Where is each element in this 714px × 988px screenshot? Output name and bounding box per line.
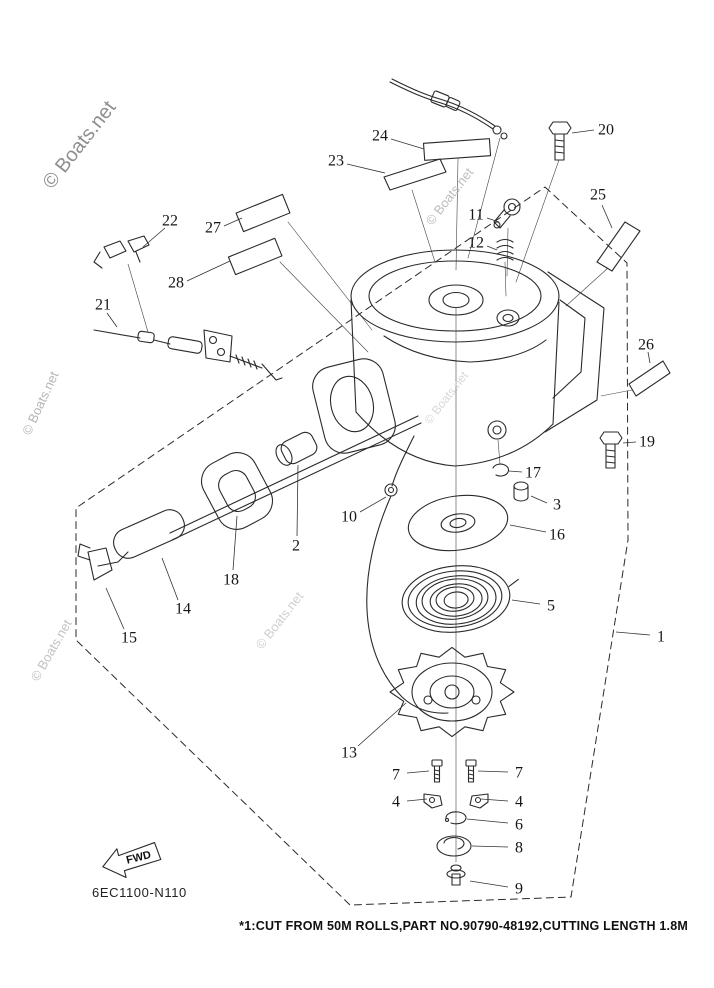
callout-20: 20 — [598, 122, 614, 139]
leader-line-7 — [477, 770, 509, 773]
callout-27: 27 — [205, 220, 221, 237]
leader-line-26 — [647, 351, 651, 364]
leader-line-7 — [406, 770, 430, 774]
callout-15: 15 — [121, 630, 137, 647]
callout-6: 6 — [515, 817, 523, 834]
leader-line-17 — [508, 470, 523, 473]
callout-7: 7 — [515, 765, 523, 782]
leader-line-21 — [106, 312, 118, 328]
pawl-cam-8 — [436, 835, 472, 857]
leader-line-2 — [296, 464, 299, 537]
drive-pawl-4-left — [423, 793, 443, 809]
choke-cable-21 — [93, 329, 283, 381]
spring-12 — [496, 238, 514, 261]
bolt-7-right — [465, 759, 477, 783]
leader-line-24 — [390, 138, 425, 150]
leader-line-8 — [471, 845, 509, 848]
spiral-spring-5 — [401, 565, 519, 633]
callout-22: 22 — [162, 213, 178, 230]
leader-line-5 — [511, 599, 541, 605]
leader-line-12 — [486, 245, 498, 251]
callout-overlay: © Boats.net © Boats.net © Boats.net © Boats… — [19, 97, 665, 898]
leader-line-6 — [466, 818, 509, 824]
callout-2: 2 — [292, 538, 300, 555]
callout-23: 23 — [328, 153, 344, 170]
callout-18: 18 — [223, 572, 239, 589]
boatsnet-watermark: © Boats.net — [28, 617, 75, 684]
callout-17: 17 — [525, 465, 541, 482]
callout-16: 16 — [549, 527, 565, 544]
callout-19: 19 — [639, 434, 655, 451]
leader-line-4 — [406, 798, 428, 802]
diagram-code: 6EC1100-N110 — [92, 885, 187, 900]
leader-line-11 — [486, 217, 500, 223]
sheave-drum-13 — [389, 646, 515, 738]
boatsnet-watermark: © Boats.net — [421, 368, 471, 427]
callout-13: 13 — [341, 745, 357, 762]
callout-26: 26 — [638, 337, 654, 354]
bolt-20 — [548, 121, 572, 161]
boatsnet-watermark: © Boats.net — [19, 369, 62, 437]
callout-5: 5 — [547, 598, 555, 615]
starter-lever-11 — [493, 198, 521, 229]
bolt-7-left — [431, 759, 443, 783]
callout-9: 9 — [515, 881, 523, 898]
callout-25: 25 — [590, 187, 606, 204]
callout-24: 24 — [372, 128, 388, 145]
leader-line-1 — [615, 631, 651, 636]
leader-line-3 — [530, 495, 548, 504]
boatsnet-watermark: © Boats.net — [39, 97, 121, 193]
callout-7: 7 — [392, 767, 400, 784]
spring-clip-6 — [444, 811, 467, 825]
cable-clamp-22 — [93, 235, 150, 269]
bolt-9 — [446, 864, 466, 886]
leader-line-10 — [359, 496, 387, 513]
starter-case-housing — [312, 249, 605, 467]
callout-8: 8 — [515, 840, 523, 857]
callout-12: 12 — [468, 235, 484, 252]
leader-line-4 — [480, 798, 509, 802]
leader-line-28 — [186, 260, 231, 282]
starter-handle-assembly — [77, 415, 422, 581]
leader-line-23 — [346, 163, 386, 174]
leader-line-25 — [601, 204, 613, 229]
drive-pawl-4-right — [469, 793, 489, 809]
bolt-19 — [599, 431, 623, 469]
callout-14: 14 — [175, 601, 191, 618]
leader-line-22 — [142, 227, 166, 248]
leader-line-19 — [622, 441, 637, 444]
boatsnet-watermark: © Boats.net — [253, 589, 307, 652]
leader-line-27 — [223, 217, 243, 227]
leader-line-9 — [469, 880, 509, 888]
leader-line-16 — [509, 524, 547, 533]
callout-4: 4 — [515, 794, 523, 811]
leader-line-13 — [357, 702, 407, 747]
callout-3: 3 — [553, 497, 561, 514]
leader-line-14 — [161, 557, 179, 601]
callout-1: 1 — [657, 629, 665, 646]
assembly-boundary-outline — [75, 186, 629, 906]
leader-line-15 — [105, 587, 125, 630]
callout-28: 28 — [168, 275, 184, 292]
throttle-cable — [389, 78, 508, 140]
callout-10: 10 — [341, 509, 357, 526]
callout-11: 11 — [468, 207, 483, 224]
fwd-label: FWD — [125, 849, 152, 867]
footnote: *1:CUT FROM 50M ROLLS,PART NO.90790-4819… — [239, 919, 688, 933]
diagram-artwork: FWD — [75, 78, 671, 906]
clip-17 — [492, 463, 510, 477]
callout-21: 21 — [95, 297, 111, 314]
starter-rope — [366, 435, 449, 714]
decal-label-plates — [227, 138, 671, 397]
friction-plate-16 — [407, 494, 509, 552]
leader-line-18 — [232, 515, 238, 571]
callout-4: 4 — [392, 794, 400, 811]
leader-line-20 — [571, 129, 595, 134]
collar-3 — [513, 481, 529, 502]
fwd-arrow: FWD — [102, 842, 162, 879]
